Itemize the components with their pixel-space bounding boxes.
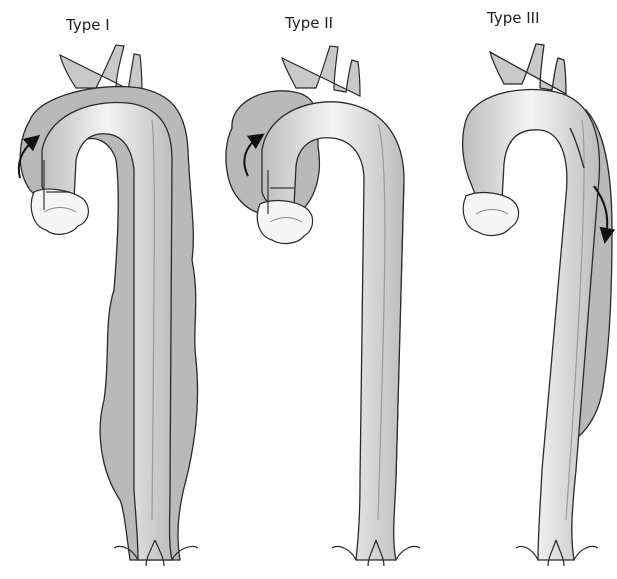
type-3-aortic-valve: [463, 193, 518, 236]
type-1-aortic-valve: [31, 189, 88, 234]
type-2-branch-vessels: [282, 46, 360, 96]
type-2-aorta: [226, 46, 420, 566]
type-3-aorta: [463, 44, 612, 566]
type-2-aortic-valve: [257, 201, 312, 244]
type-2-true-lumen: [262, 102, 404, 560]
type-1-label: Type I: [66, 16, 110, 34]
type-3-branch-vessels: [490, 44, 566, 94]
type-1-aorta: [19, 45, 198, 566]
type-2-label: Type II: [285, 14, 333, 32]
type-3-label: Type III: [487, 9, 540, 27]
